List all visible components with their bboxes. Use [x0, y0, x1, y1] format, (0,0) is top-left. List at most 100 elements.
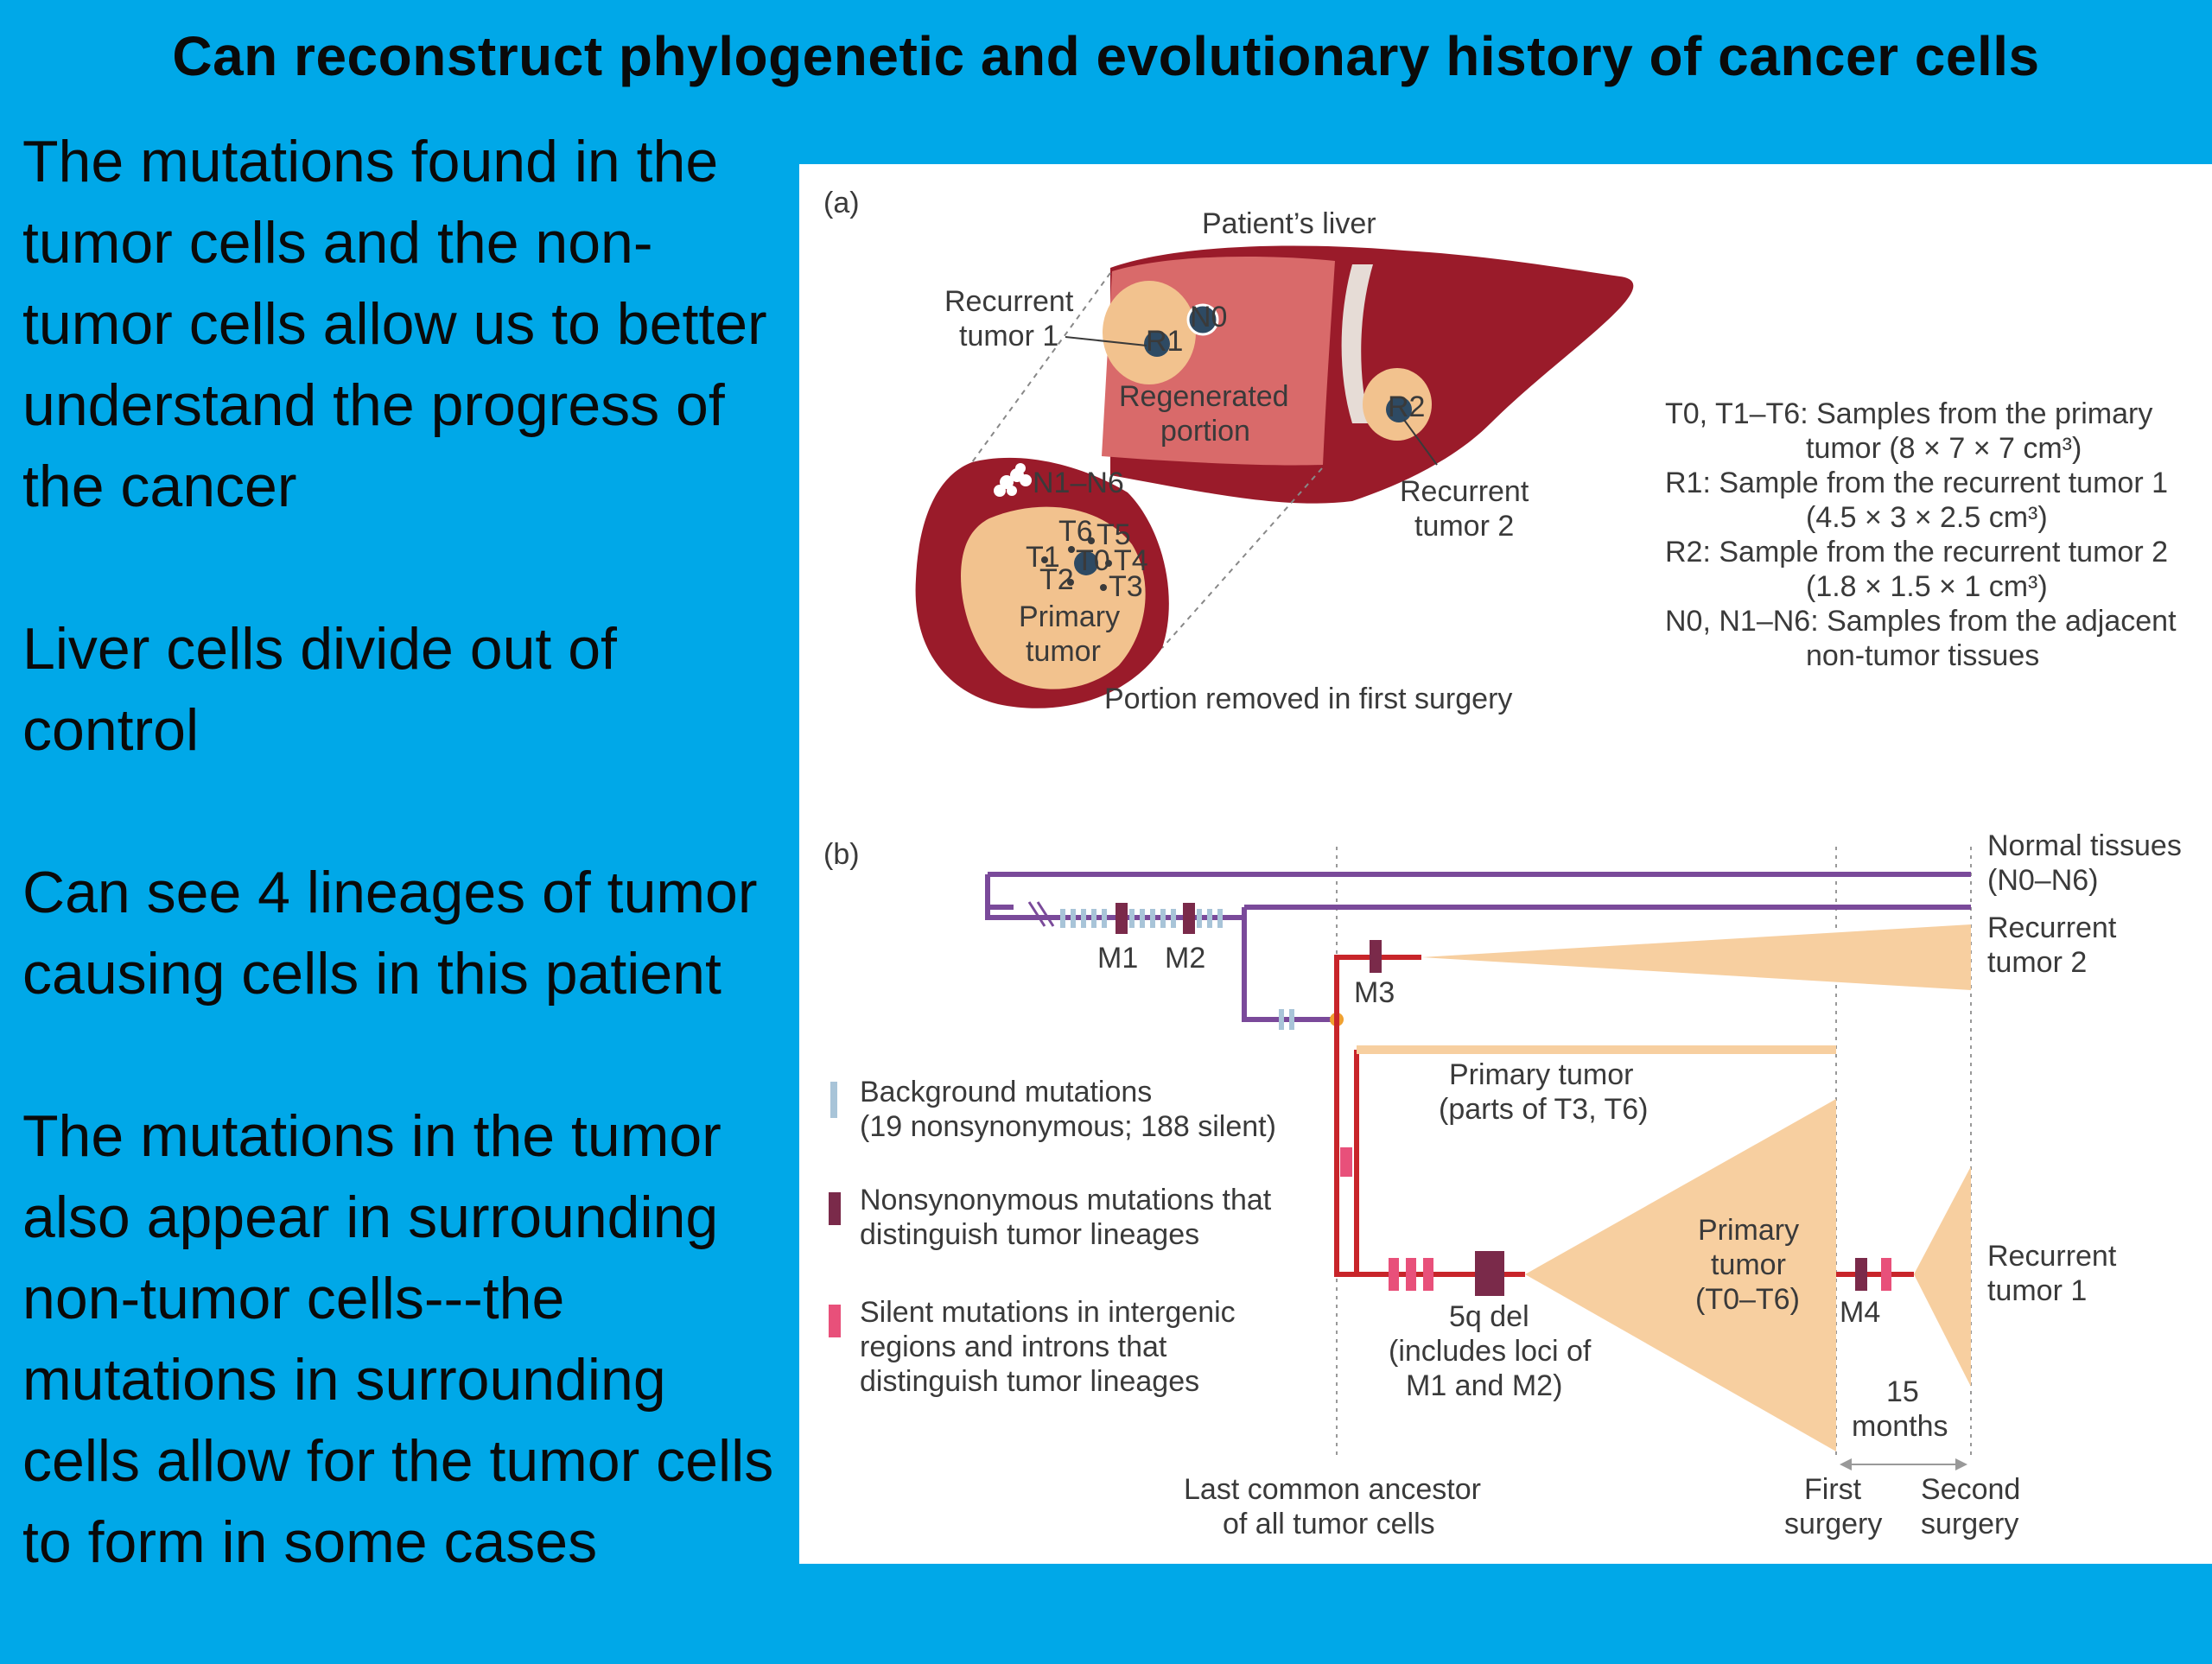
del5q-line1: 5q del — [1449, 1300, 1529, 1333]
primary-parts-line2: (parts of T3, T6) — [1439, 1093, 1649, 1126]
break-slash — [1036, 901, 1055, 927]
removed-label: Portion removed in first surgery — [1104, 683, 1512, 715]
figure-svg: (a) Patient’s liver R1 N0 R2 Recurrent t… — [823, 187, 2182, 1540]
sample-t1-dot — [1041, 556, 1048, 563]
sample-t0-label: T0 — [1076, 544, 1110, 577]
n-sample-dot — [1000, 475, 1014, 489]
liver-groove — [1341, 264, 1373, 423]
break-slash — [1027, 901, 1046, 927]
primary-fan — [1525, 1099, 1836, 1451]
sample-t6-label: T6 — [1058, 515, 1093, 548]
first-surgery-line1: First — [1804, 1473, 1862, 1506]
sample-n0-marker — [1186, 303, 1219, 336]
legend-background-line1: Background mutations — [860, 1076, 1152, 1108]
silent-mutation-mark — [1881, 1258, 1891, 1291]
n-sample-dot — [1020, 474, 1032, 486]
m2-label: M2 — [1165, 942, 1205, 975]
recurrent-tumor-1-shape — [1103, 281, 1196, 384]
sample-t5-dot — [1088, 537, 1095, 544]
legend-silent-line3: distinguish tumor lineages — [860, 1365, 1199, 1398]
key-line-8: non-tumor tissues — [1806, 639, 2039, 672]
lineage-root — [985, 874, 1014, 910]
m3-marker — [1370, 940, 1382, 973]
primary-tumor-label-line2: tumor — [1026, 635, 1101, 668]
recurrent-tumor-2-label-line2: tumor 2 — [1414, 510, 1514, 543]
sample-t4-dot — [1105, 560, 1112, 567]
first-surgery-line2: surgery — [1784, 1508, 1882, 1540]
panel-b-label: (b) — [823, 838, 860, 871]
sample-t2-label: T2 — [1039, 563, 1074, 596]
second-surgery-line1: Second — [1921, 1473, 2020, 1506]
sample-r1-marker — [1144, 331, 1170, 357]
n1-n6-label: N1–N6 — [1033, 467, 1124, 499]
legend-nonsynonymous-line1: Nonsynonymous mutations that — [860, 1184, 1272, 1216]
tumor-stem-lineage — [985, 907, 1331, 1022]
silent-mutation-mark — [1389, 1258, 1399, 1291]
primary-main-line3: (T0–T6) — [1695, 1283, 1800, 1316]
primary-tumor-label-line1: Primary — [1019, 600, 1120, 633]
recurrent-tumor-1-leader — [1065, 336, 1147, 346]
legend-nonsynonymous-line2: distinguish tumor lineages — [860, 1218, 1199, 1251]
ancestor-line2: of all tumor cells — [1223, 1508, 1435, 1540]
removed-connector-bottom — [1161, 467, 1323, 649]
primary-tumor-shape — [961, 506, 1146, 689]
recurrent-tumor-1-label-line2: tumor 1 — [959, 320, 1058, 352]
rec2-label-line1: Recurrent — [1987, 911, 2117, 944]
m4-label: M4 — [1840, 1296, 1880, 1329]
slide-title: Can reconstruct phylogenetic and evoluti… — [172, 25, 2040, 87]
regenerated-label-line1: Regenerated — [1119, 380, 1289, 413]
sample-n0-label: N0 — [1190, 301, 1227, 333]
silent-mutation-mark — [1423, 1258, 1433, 1291]
interval-line1: 15 — [1886, 1375, 1919, 1408]
ancestor-line1: Last common ancestor — [1184, 1473, 1481, 1506]
recurrent-tumor-2-leader — [1403, 419, 1438, 466]
del5q-line3: M1 and M2) — [1406, 1369, 1562, 1402]
rec1-label-line1: Recurrent — [1987, 1240, 2117, 1273]
primary-main-line2: tumor — [1711, 1248, 1786, 1281]
legend-silent-line2: regions and introns that — [860, 1331, 1167, 1363]
normal-label-line2: (N0–N6) — [1987, 864, 2098, 897]
liver-title: Patient’s liver — [1202, 207, 1376, 240]
recurrent-tumor-2-label-line1: Recurrent — [1400, 475, 1529, 508]
m1-label: M1 — [1097, 942, 1138, 975]
rec2-label-line2: tumor 2 — [1987, 946, 2087, 979]
key-line-3: R1: Sample from the recurrent tumor 1 — [1665, 467, 2168, 499]
sample-t3-dot — [1100, 584, 1107, 591]
sample-t5-label: T5 — [1096, 518, 1131, 551]
key-line-2: tumor (8 × 7 × 7 cm³) — [1806, 432, 2082, 465]
paragraph-surrounding: The mutations in the tumor also appear i… — [22, 1103, 774, 1575]
key-line-7: N0, N1–N6: Samples from the adjacent — [1665, 605, 2177, 638]
interval-line2: months — [1852, 1410, 1948, 1443]
del5q-line2: (includes loci of — [1389, 1335, 1592, 1368]
paragraph-mutations: The mutations found in the tumor cells a… — [22, 129, 767, 519]
sample-t4-label: T4 — [1114, 544, 1148, 577]
normal-label-line1: Normal tissues — [1987, 829, 2182, 862]
n-sample-dot — [1015, 463, 1026, 473]
recurrent-tumor-1-label-line1: Recurrent — [944, 285, 1074, 318]
rec1-fan — [1914, 1166, 1971, 1387]
sample-t6-dot — [1068, 546, 1075, 553]
paragraph-lineages: Can see 4 lineages of tumor causing cell… — [22, 860, 758, 1007]
panel-a-label: (a) — [823, 187, 860, 219]
sample-t2-dot — [1067, 579, 1074, 586]
legend-silent-line1: Silent mutations in intergenic — [860, 1296, 1236, 1329]
key-line-6: (1.8 × 1.5 × 1 cm³) — [1806, 570, 2048, 603]
key-line-1: T0, T1–T6: Samples from the primary — [1665, 397, 2152, 430]
rec2-lineage — [1334, 955, 1421, 1019]
del5q-marker — [1475, 1251, 1504, 1296]
legend-silent-swatch — [829, 1305, 841, 1337]
m3-label: M3 — [1354, 976, 1395, 1009]
n-sample-dot — [1007, 486, 1017, 496]
n-sample-dot — [994, 485, 1006, 497]
regenerated-label-line2: portion — [1160, 415, 1250, 448]
m2-marker — [1183, 903, 1195, 934]
interval-arrow-head-left — [1840, 1458, 1852, 1470]
primary-parts-line1: Primary tumor — [1449, 1058, 1633, 1091]
silent-mutation-mark — [1340, 1147, 1352, 1177]
primary-main-line1: Primary — [1698, 1214, 1799, 1247]
background-mutation-ticks — [1060, 909, 1294, 1030]
rec2-fan — [1421, 924, 1971, 990]
silent-mutation-mark — [1406, 1258, 1416, 1291]
second-surgery-line2: surgery — [1921, 1508, 2018, 1540]
sample-r2-label: R2 — [1388, 391, 1425, 423]
